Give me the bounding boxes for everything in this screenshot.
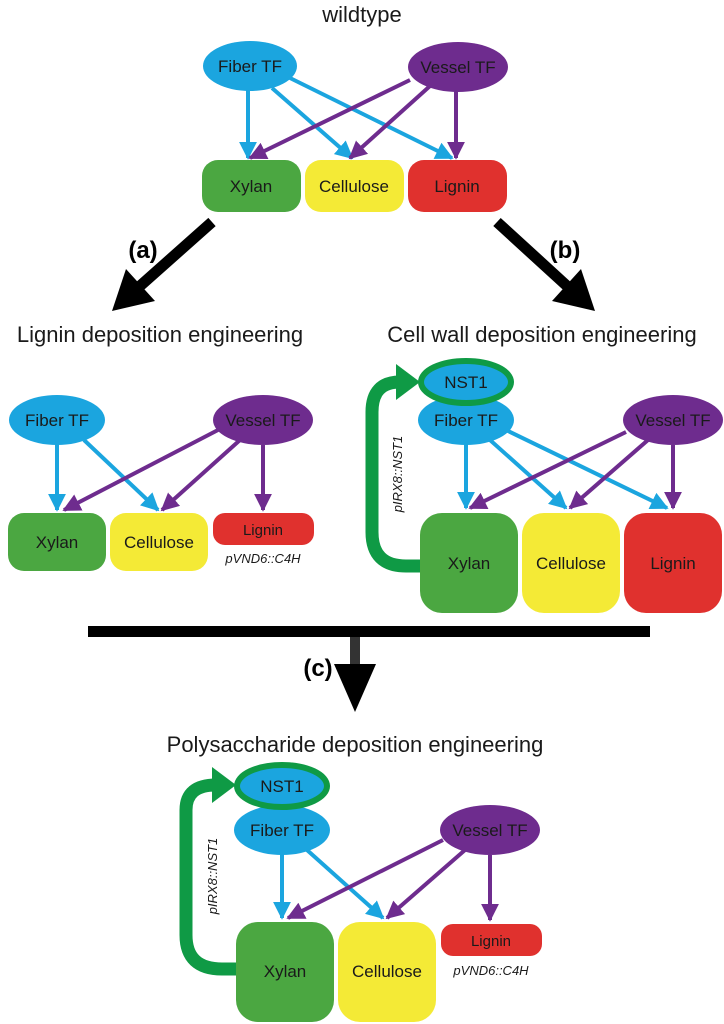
a-fiber-tf-node	[9, 395, 105, 445]
c-vessel-tf-label: Vessel TF	[452, 821, 527, 840]
b-xylan-node	[420, 513, 518, 613]
b-cellulose-node	[522, 513, 620, 613]
c-vessel-to-cellulose	[385, 848, 467, 920]
c-fiber-tf-label: Fiber TF	[250, 821, 314, 840]
c-xylan-label: Xylan	[264, 962, 307, 981]
b-fiber-to-cellulose	[488, 438, 568, 510]
panel-a-title: Lignin deposition engineering	[17, 322, 303, 347]
c-lignin-node	[441, 924, 542, 956]
a-xylan-node	[8, 513, 106, 571]
step-label-c: (c)	[303, 655, 332, 682]
b-loop-label: pIRX8::NST1	[390, 436, 405, 514]
wt-xylan-node	[202, 160, 301, 212]
c-cellulose-node	[338, 922, 436, 1022]
c-loop-label: pIRX8::NST1	[205, 838, 220, 916]
c-vessel-to-xylan	[286, 838, 444, 920]
c-fiber-to-cellulose	[305, 848, 385, 920]
panel-b-loop	[365, 364, 422, 573]
step-label-b: (b)	[550, 237, 581, 264]
b-vessel-to-cellulose	[568, 438, 650, 510]
b-lignin-label: Lignin	[650, 554, 695, 573]
panel-c-edges	[273, 838, 499, 922]
b-fiber-to-lignin	[505, 428, 669, 510]
a-vessel-tf-label: Vessel TF	[225, 411, 300, 430]
b-nst1-label: NST1	[444, 373, 487, 392]
a-fiber-to-cellulose	[82, 438, 160, 512]
panel-a-edges	[48, 428, 272, 512]
c-cellulose-label: Cellulose	[352, 962, 422, 981]
b-lignin-node	[624, 513, 722, 613]
panel-b-edges	[457, 428, 682, 510]
wt-lignin-label: Lignin	[434, 177, 479, 196]
step-label-a: (a)	[128, 237, 157, 264]
c-promoter-label: pVND6::C4H	[452, 963, 529, 978]
wildtype-edges	[239, 76, 465, 160]
a-fiber-tf-label: Fiber TF	[25, 411, 89, 430]
a-cellulose-label: Cellulose	[124, 533, 194, 552]
wt-cellulose-node	[305, 160, 404, 212]
c-vessel-tf-node	[440, 805, 540, 855]
b-vessel-tf-label: Vessel TF	[635, 411, 710, 430]
b-fiber-tf-label: Fiber TF	[434, 411, 498, 430]
wt-vessel-to-cellulose	[348, 84, 432, 160]
b-cellulose-label: Cellulose	[536, 554, 606, 573]
a-lignin-node	[213, 513, 314, 545]
panel-c-title: Polysaccharide deposition engineering	[167, 732, 544, 757]
b-fiber-tf-node	[418, 395, 514, 445]
step-arrow-b	[493, 217, 595, 311]
merge-bar	[88, 626, 650, 637]
c-nst1-label: NST1	[260, 777, 303, 796]
a-vessel-to-xylan	[62, 428, 219, 512]
step-arrow-a	[112, 217, 216, 311]
wt-xylan-label: Xylan	[230, 177, 273, 196]
b-vessel-tf-node	[623, 395, 723, 445]
wt-fiber-to-lignin	[289, 76, 454, 160]
step-arrow-c	[334, 637, 376, 712]
b-nst1-node	[418, 358, 514, 406]
wt-vessel-tf-label: Vessel TF	[420, 58, 495, 77]
wt-fiber-tf-label: Fiber TF	[218, 57, 282, 76]
wt-vessel-to-xylan	[248, 78, 411, 160]
wildtype-title: wildtype	[321, 2, 401, 27]
a-vessel-tf-node	[213, 395, 313, 445]
c-xylan-node	[236, 922, 334, 1022]
a-cellulose-node	[110, 513, 208, 571]
wt-cellulose-label: Cellulose	[319, 177, 389, 196]
wt-fiber-to-cellulose	[270, 86, 354, 160]
c-nst1-node	[234, 762, 330, 810]
panel-b-title: Cell wall deposition engineering	[387, 322, 696, 347]
b-xylan-label: Xylan	[448, 554, 491, 573]
a-promoter-label: pVND6::C4H	[224, 551, 301, 566]
a-vessel-to-cellulose	[160, 438, 242, 512]
panel-c-loop	[179, 767, 238, 976]
wt-vessel-tf-node	[408, 42, 508, 92]
wt-fiber-tf-node	[203, 41, 297, 91]
c-lignin-label: Lignin	[471, 933, 511, 950]
c-fiber-tf-node	[234, 805, 330, 855]
a-lignin-label: Lignin	[243, 522, 283, 539]
b-vessel-to-xylan	[468, 430, 627, 510]
a-xylan-label: Xylan	[36, 533, 79, 552]
wt-lignin-node	[408, 160, 507, 212]
